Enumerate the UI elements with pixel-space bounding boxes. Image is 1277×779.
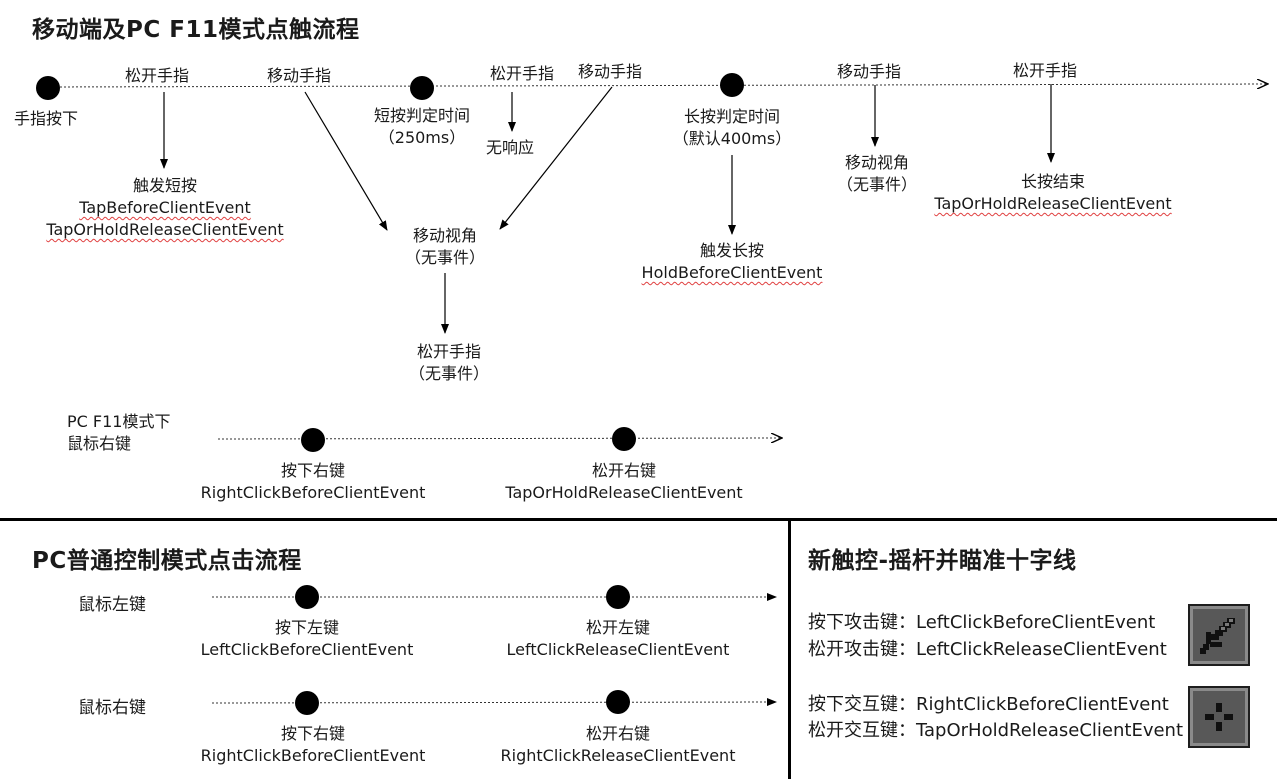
top-title: 移动端及PC F11模式点触流程 <box>32 17 360 43</box>
pc-right-label: 鼠标右键 <box>78 698 146 718</box>
pc-title: PC普通控制模式点击流程 <box>32 548 302 574</box>
f11-label: PC F11模式下鼠标右键 <box>67 412 171 453</box>
node-tap-judge <box>410 76 434 100</box>
label-hold-judge: 长按判定时间（默认400ms） <box>672 107 792 148</box>
section-divider-horizontal <box>0 518 1277 521</box>
label-no-response: 无响应 <box>486 138 535 157</box>
crosshair-icon <box>1205 703 1233 731</box>
interact-button[interactable] <box>1188 686 1250 748</box>
f11-release-block: 松开右键 TapOrHoldReleaseClientEvent <box>505 461 743 502</box>
node-f11-press <box>301 428 325 452</box>
timeline-main <box>47 84 1268 87</box>
node-right-release <box>606 690 630 714</box>
node-left-press <box>295 585 319 609</box>
label-release1: 松开手指 <box>125 66 190 85</box>
node-right-press <box>295 691 319 715</box>
node-hold-judge <box>720 73 744 97</box>
move-view-block-2: 移动视角（无事件） <box>836 153 918 194</box>
right-release-block: 松开右键 RightClickReleaseClientEvent <box>500 724 736 765</box>
f11-press-block: 按下右键 RightClickBeforeClientEvent <box>200 461 426 502</box>
attack-press-row: 按下攻击键：LeftClickBeforeClientEvent <box>808 612 1156 633</box>
node-f11-release <box>612 427 636 451</box>
node-left-release <box>606 585 630 609</box>
move-view-block: 移动视角（无事件） <box>404 226 486 267</box>
tap-trigger-block: 触发短按 TapBeforeClientEvent TapOrHoldRelea… <box>46 176 284 239</box>
label-finger-down: 手指按下 <box>14 109 79 128</box>
label-release2: 松开手指 <box>490 64 555 83</box>
hold-end-block: 长按结束 TapOrHoldReleaseClientEvent <box>934 172 1172 213</box>
label-move2: 移动手指 <box>578 62 643 81</box>
section-divider-vertical <box>788 520 791 779</box>
label-move3: 移动手指 <box>837 62 902 81</box>
right-press-block: 按下右键 RightClickBeforeClientEvent <box>200 724 426 765</box>
hold-trigger-block: 触发长按 HoldBeforeClientEvent <box>641 241 823 282</box>
release-no-event-block: 松开手指（无事件） <box>408 342 490 383</box>
pc-left-label: 鼠标左键 <box>78 595 146 615</box>
label-tap-judge: 短按判定时间（250ms） <box>373 106 471 147</box>
left-press-block: 按下左键 LeftClickBeforeClientEvent <box>200 618 414 659</box>
node-finger-down <box>36 76 60 100</box>
attack-button[interactable] <box>1188 604 1250 666</box>
interact-press-row: 按下交互键：RightClickBeforeClientEvent <box>808 694 1169 715</box>
joystick-title: 新触控-摇杆并瞄准十字线 <box>808 548 1077 574</box>
attack-release-row: 松开攻击键：LeftClickReleaseClientEvent <box>808 639 1167 660</box>
sword-icon <box>1200 618 1235 654</box>
label-release3: 松开手指 <box>1013 61 1078 80</box>
left-release-block: 松开左键 LeftClickReleaseClientEvent <box>506 618 730 659</box>
label-move1: 移动手指 <box>267 66 332 85</box>
interact-release-row: 松开交互键：TapOrHoldReleaseClientEvent <box>808 720 1184 741</box>
